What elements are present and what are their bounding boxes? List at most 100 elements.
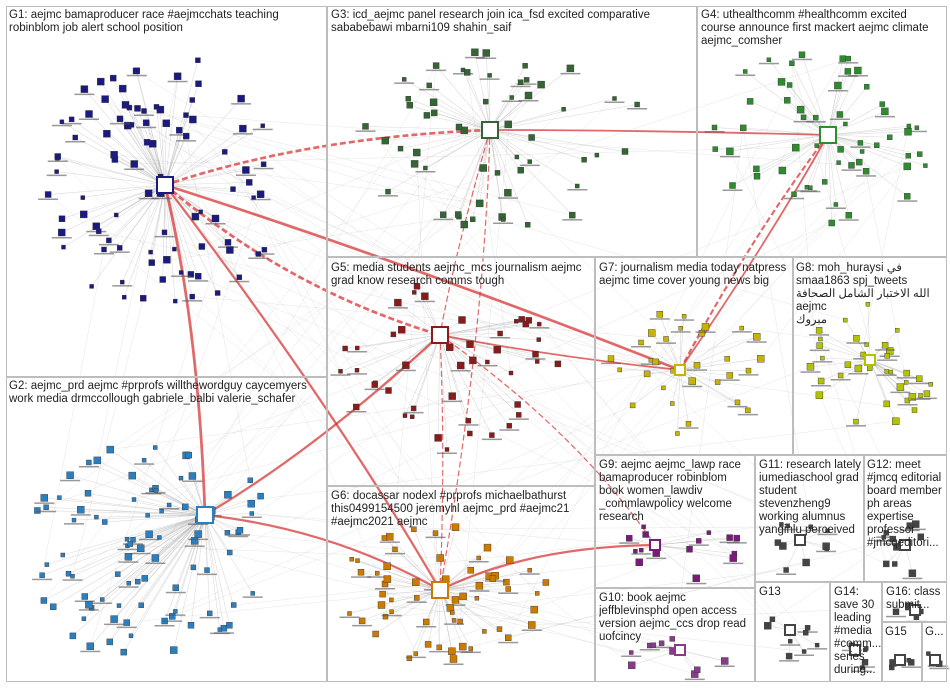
edge <box>466 72 512 373</box>
node <box>80 195 86 200</box>
edge <box>861 151 907 383</box>
edge <box>760 166 908 359</box>
edge <box>435 65 491 131</box>
node <box>503 578 510 586</box>
node <box>124 537 130 542</box>
node <box>69 632 77 640</box>
node <box>448 392 456 400</box>
edge <box>439 589 538 594</box>
node <box>163 256 171 264</box>
node-label-mark <box>809 334 830 336</box>
node <box>355 345 360 351</box>
node <box>506 556 514 564</box>
node <box>261 247 268 253</box>
node <box>537 80 545 89</box>
node-label-mark <box>394 82 415 84</box>
node <box>431 109 438 117</box>
node <box>120 279 125 285</box>
node <box>688 377 696 385</box>
node <box>516 412 522 418</box>
edge <box>439 589 464 647</box>
node <box>77 506 85 514</box>
edge <box>164 184 218 294</box>
strong-edge <box>439 129 491 591</box>
node <box>505 586 511 592</box>
edge <box>439 589 500 630</box>
node <box>678 326 683 331</box>
node <box>635 558 643 566</box>
edge <box>827 134 837 205</box>
node-label-mark <box>426 69 447 72</box>
node <box>926 651 931 656</box>
edge <box>127 514 206 546</box>
edge <box>381 589 441 606</box>
edge <box>106 133 166 186</box>
edge <box>756 134 829 177</box>
node-label-mark <box>242 596 263 598</box>
node <box>97 77 105 86</box>
edge <box>72 298 144 577</box>
edge <box>164 123 167 186</box>
node-label-mark <box>450 370 471 372</box>
edge <box>869 359 921 396</box>
node-label-mark <box>381 614 402 617</box>
node <box>554 360 562 368</box>
node <box>444 447 450 452</box>
node <box>123 619 130 626</box>
group-box-g1 <box>6 6 327 377</box>
group-label-g10: G10: book aejmc jeffblevinsphd open acce… <box>599 592 747 643</box>
node <box>483 98 489 105</box>
edge <box>411 334 441 417</box>
node-label-mark <box>852 670 873 673</box>
node <box>638 339 644 346</box>
node-label-mark <box>433 218 454 221</box>
edge <box>400 148 828 531</box>
node-label-mark <box>134 114 154 116</box>
group-label-g15: G15 <box>885 626 907 638</box>
node <box>892 417 900 425</box>
node <box>837 372 844 379</box>
edge <box>118 514 206 606</box>
edge <box>654 537 730 546</box>
node <box>451 618 457 623</box>
edge <box>43 115 428 601</box>
hub-node <box>784 624 796 636</box>
hub-node <box>899 539 911 551</box>
node <box>729 182 736 189</box>
edge <box>80 509 206 516</box>
node <box>204 567 210 573</box>
edge <box>160 109 166 186</box>
node-label-mark <box>378 195 398 197</box>
edge <box>185 136 251 481</box>
node-label-mark <box>649 318 670 320</box>
node <box>143 139 151 146</box>
edge <box>82 184 166 198</box>
node-label-mark <box>36 510 57 513</box>
edge <box>190 274 828 531</box>
node-label-mark <box>800 371 821 373</box>
edge <box>772 538 893 620</box>
node-label-mark <box>188 280 209 282</box>
edge <box>340 334 441 372</box>
node <box>864 84 870 90</box>
edge <box>679 369 730 376</box>
node <box>406 655 413 661</box>
edge <box>750 101 829 136</box>
edge <box>164 114 187 186</box>
edge <box>110 203 480 450</box>
node-label-mark <box>497 197 518 199</box>
edge <box>90 169 247 647</box>
node-label-mark <box>882 543 903 545</box>
edge <box>869 359 920 379</box>
node-label-mark <box>458 424 479 426</box>
node <box>353 403 360 411</box>
edge <box>109 65 437 643</box>
edge <box>506 131 909 583</box>
edge <box>672 127 744 652</box>
node-label-mark <box>529 327 550 329</box>
edge <box>113 514 206 620</box>
edge <box>439 319 522 336</box>
node <box>917 151 923 157</box>
node-label-mark <box>516 83 537 85</box>
node-label-mark <box>47 160 68 162</box>
